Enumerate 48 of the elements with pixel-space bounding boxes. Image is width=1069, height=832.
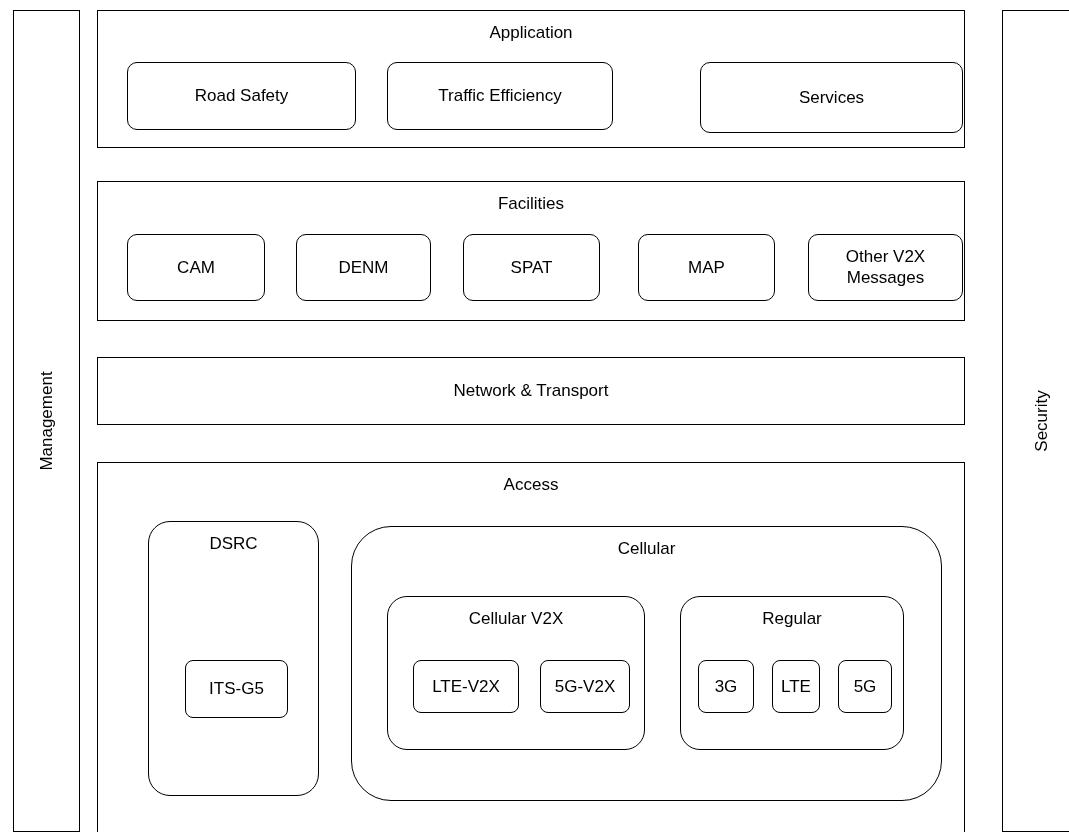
heading-label: DSRC [209, 534, 258, 554]
message-box [638, 234, 775, 301]
layer-box [97, 462, 965, 832]
layer-box [97, 181, 965, 321]
box-label: SPAT [510, 257, 553, 278]
box-label: 3G [714, 676, 738, 697]
heading-label: Security [1032, 390, 1052, 452]
technology-box [413, 660, 519, 713]
technology-box [540, 660, 630, 713]
heading-label: Cellular [617, 539, 676, 559]
box-label: Road Safety [194, 86, 289, 106]
side-band [13, 10, 80, 832]
message-box [127, 234, 265, 301]
layer-box [97, 357, 965, 425]
technology-box [772, 660, 820, 713]
module-box [127, 62, 356, 130]
heading-label: Application [489, 23, 573, 43]
group-box [148, 521, 319, 796]
box-label: Traffic Efficiency [438, 86, 562, 106]
box-label: Network & Transport [453, 381, 609, 401]
box-label: 5G [853, 676, 877, 697]
box-label: LTE-V2X [432, 676, 500, 697]
message-box [808, 234, 963, 301]
side-band [1002, 10, 1069, 832]
box-label: Services [798, 87, 865, 108]
box-label: 5G-V2X [554, 676, 616, 697]
heading-label: Management [36, 371, 57, 471]
module-box [700, 62, 963, 133]
box-label: MAP [688, 257, 725, 278]
group-box [387, 596, 645, 750]
box-label: ITS-G5 [209, 679, 264, 699]
group-box [680, 596, 904, 750]
message-box [296, 234, 431, 301]
heading-label: Access [503, 475, 559, 495]
heading-label: Facilities [497, 194, 565, 214]
box-label: DENM [338, 257, 389, 278]
box-label: CAM [177, 257, 215, 278]
heading-label: Cellular V2X [468, 609, 564, 629]
module-box [387, 62, 613, 130]
group-box [351, 526, 942, 801]
technology-box [185, 660, 288, 718]
box-label: Other V2X Messages [844, 247, 927, 288]
message-box [463, 234, 600, 301]
technology-box [698, 660, 754, 713]
technology-box [838, 660, 892, 713]
layer-box [97, 10, 965, 148]
box-label: LTE [781, 676, 811, 697]
heading-label: Regular [762, 609, 822, 629]
